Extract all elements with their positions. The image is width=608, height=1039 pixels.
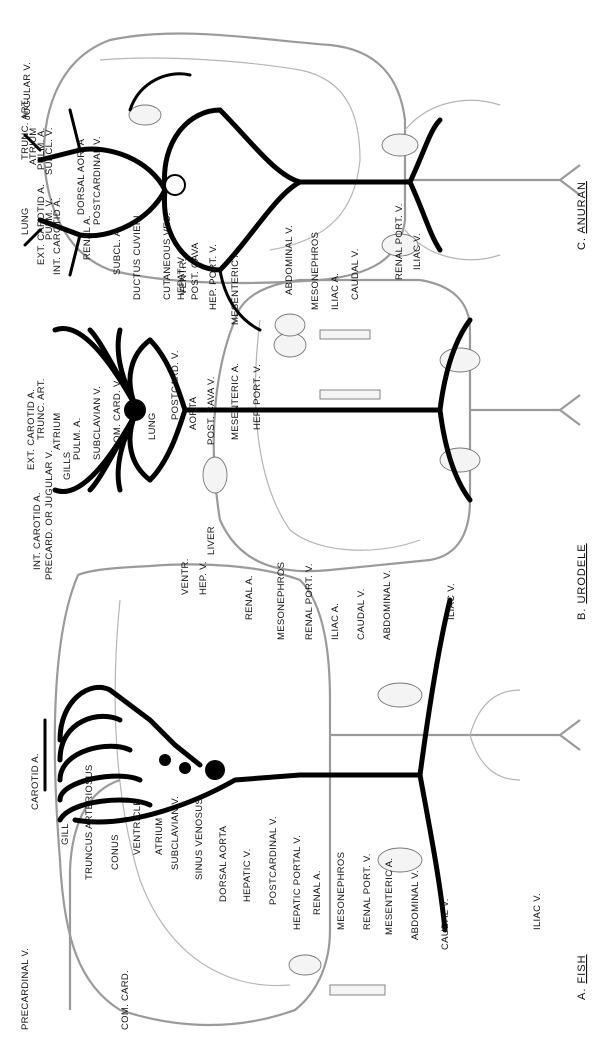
urodele-gut	[320, 390, 380, 399]
anuran-label-renal-a: RENAL A.	[82, 215, 93, 260]
fish-label-hepatic-v: HEPATIC V.	[242, 848, 253, 902]
anuran-label-dorsal-aorta: DORSAL AORTA	[76, 138, 87, 215]
urodele-label-com-card-v: COM. CARD. V.	[112, 378, 123, 450]
fish-label-carotid-a: CAROTID A.	[30, 753, 41, 810]
panel-anuran: EXT. CAROTID A.INT. CAROTID A.SUBCL. A.D…	[20, 34, 580, 339]
panel-letter-fish: A.	[576, 984, 588, 1000]
fish-label-gill: GILL	[60, 823, 71, 845]
anuran-label-cutaneous-ves: CUTANEOUS VES.	[162, 213, 173, 300]
urodele-label-renal-a: RENAL A.	[244, 575, 255, 620]
fish-mesonephros-1	[378, 683, 422, 707]
fish-label-renal-port-v: RENAL PORT. V.	[362, 853, 373, 930]
fish-label-conus: CONUS	[110, 834, 121, 870]
fish-ventral-aorta	[110, 690, 200, 765]
fish-label-caudal-v: CAUDAL V.	[440, 898, 451, 950]
panel-name-anuran: ANURAN	[576, 181, 588, 233]
urodele-label-postcard-v: POSTCARD. V.	[170, 350, 181, 420]
panel-title-anuran: C. ANURAN	[576, 181, 588, 250]
anuran-label-post-cava: POST. CAVA	[190, 242, 201, 300]
fish-intestine	[330, 985, 385, 995]
urodele-label-caudal-v: CAUDAL V.	[356, 588, 367, 640]
fish-label-renal-a: RENAL A.	[312, 870, 323, 915]
fish-label-sinus-venosus: SINUS VENOSUS	[194, 798, 205, 880]
urodele-label-lung: LUNG	[147, 412, 158, 440]
panel-title-urodele: B. URODELE	[576, 543, 588, 620]
urodele-label-abdominal-v: ABDOMINAL V.	[382, 570, 393, 640]
fish-label-precardinal-v: PRECARDINAL V.	[20, 948, 31, 1030]
fish-inner-outline	[115, 600, 290, 986]
urodele-label-trunc-art: TRUNC. ART.	[36, 378, 47, 440]
anuran-label-mesenteric-a: MESENTERIC A.	[230, 248, 241, 325]
urodele-label-mesenteric-a: MESENTERIC A.	[230, 363, 241, 440]
anuran-label-renal-port-v: RENAL PORT. V.	[394, 203, 405, 280]
anuran-label-mesonephros: MESONEPHROS	[310, 232, 321, 310]
panel-fish: PRECARDINAL V. CAROTID A. GILL TRUNCUS ARTE…	[20, 564, 580, 1030]
fish-label-ventricle: VENTRICLE	[132, 799, 143, 855]
anuran-mesonephros-1	[382, 134, 418, 156]
urodele-label-int-carotid-a: INT. CAROTID A.	[32, 492, 43, 570]
anuran-lung	[129, 105, 161, 125]
anuran-liver	[275, 314, 305, 336]
urodele-lung	[203, 457, 227, 493]
anuran-heart	[165, 175, 185, 195]
fish-label-truncus-arteriosus: TRUNCUS ARTERIOSUS	[84, 764, 95, 880]
anuran-label-iliac-v: ILIAC V.	[412, 233, 423, 270]
anuran-label-ductus-cuvieri: DUCTUS CUVIERI	[132, 215, 143, 300]
urodele-label-iliac-a: ILIAC A.	[330, 603, 341, 640]
urodele-label-mesonephros: MESONEPHROS	[276, 562, 287, 640]
urodele-liver	[274, 333, 306, 357]
fish-sinus-venosus	[205, 760, 225, 780]
anuran-label-abdominal-v: ABDOMINAL V.	[284, 225, 295, 295]
panel-name-fish: FISH	[576, 954, 588, 983]
panel-title-fish: A. FISH	[576, 954, 588, 1000]
urodele-label-ventr: VENTR.	[180, 558, 191, 595]
fish-label-mesonephros: MESONEPHROS	[336, 852, 347, 930]
urodele-label-atrium: ATRIUM	[52, 412, 63, 450]
urodele-caudal-vein	[470, 395, 580, 425]
fish-ventricle	[159, 754, 171, 766]
urodele-label-renal-port-v: RENAL PORT. V.	[304, 563, 315, 640]
fish-label-hepatic-portal-v: HEPATIC PORTAL V.	[292, 835, 303, 930]
anuran-label-iliac-a: ILIAC A.	[330, 273, 341, 310]
urodele-label-liver: LIVER	[206, 526, 217, 555]
fish-label-atrium: ATRIUM	[154, 817, 165, 855]
fish-caudal-vein	[330, 720, 580, 750]
anuran-label-pulm-v: PULM. V.	[44, 198, 55, 240]
anuran-label-caudal-v: CAUDAL V.	[350, 248, 361, 300]
fish-precardinal-vein	[70, 780, 120, 1010]
fish-label-abdominal-v: ABDOMINAL V.	[410, 870, 421, 940]
anuran-label-hepat-v: HEPAT. V.	[176, 255, 187, 300]
fish-label-iliac-v: ILIAC V.	[532, 893, 543, 930]
anuran-label-hep-port-v: HEP. PORT. V.	[208, 244, 219, 310]
urodele-label-aorta: AORTA	[188, 396, 199, 430]
anuran-label-subcl-a: SUBCL. A.	[112, 227, 123, 275]
anuran-label-subcl-v: SUBCL. V.	[44, 127, 55, 175]
urodele-label-precard-or-jugular-v: PRECARD. OR JUGULAR V.	[44, 450, 55, 580]
fish-atrium	[179, 762, 191, 774]
anuran-gut	[320, 330, 370, 339]
fish-label-postcardinal-v: POSTCARDINAL V.	[268, 816, 279, 905]
urodele-label-post-cava-v: POST. CAVA V.	[206, 376, 217, 445]
panel-urodele: PRECARD. OR JUGULAR V.INT. CAROTID A.EXT…	[26, 280, 580, 640]
panel-name-urodele: URODELE	[576, 543, 588, 603]
urodele-label-iliac-v: ILIAC V.	[446, 583, 457, 620]
urodele-label-hep-v: HEP. V.	[198, 561, 209, 595]
fish-label-subclavian-v: SUBCLAVIAN V.	[170, 796, 181, 870]
panel-letter-urodele: B.	[576, 604, 588, 620]
urodele-label-subclavian-v: SUBCLAVIAN V.	[92, 386, 103, 460]
urodele-label-gills: GILLS	[62, 452, 73, 480]
fish-label-com-card: COM. CARD.	[120, 970, 131, 1030]
anuran-caudal-vein	[405, 165, 580, 195]
fish-label-dorsal-aorta: DORSAL AORTA	[218, 825, 229, 902]
urodele-label-pulm-a: PULM. A.	[72, 417, 83, 460]
fish-label-mesenteric-a: MESENTERIC A.	[384, 858, 395, 935]
anuran-label-lung: LUNG	[20, 207, 31, 235]
fish-liver	[289, 955, 321, 975]
urodele-label-hep-port-v: HEP. PORT. V.	[252, 364, 263, 430]
anuran-label-postcardinal-v: POSTCARDINAL V.	[92, 136, 103, 225]
panel-letter-anuran: C.	[576, 234, 588, 250]
